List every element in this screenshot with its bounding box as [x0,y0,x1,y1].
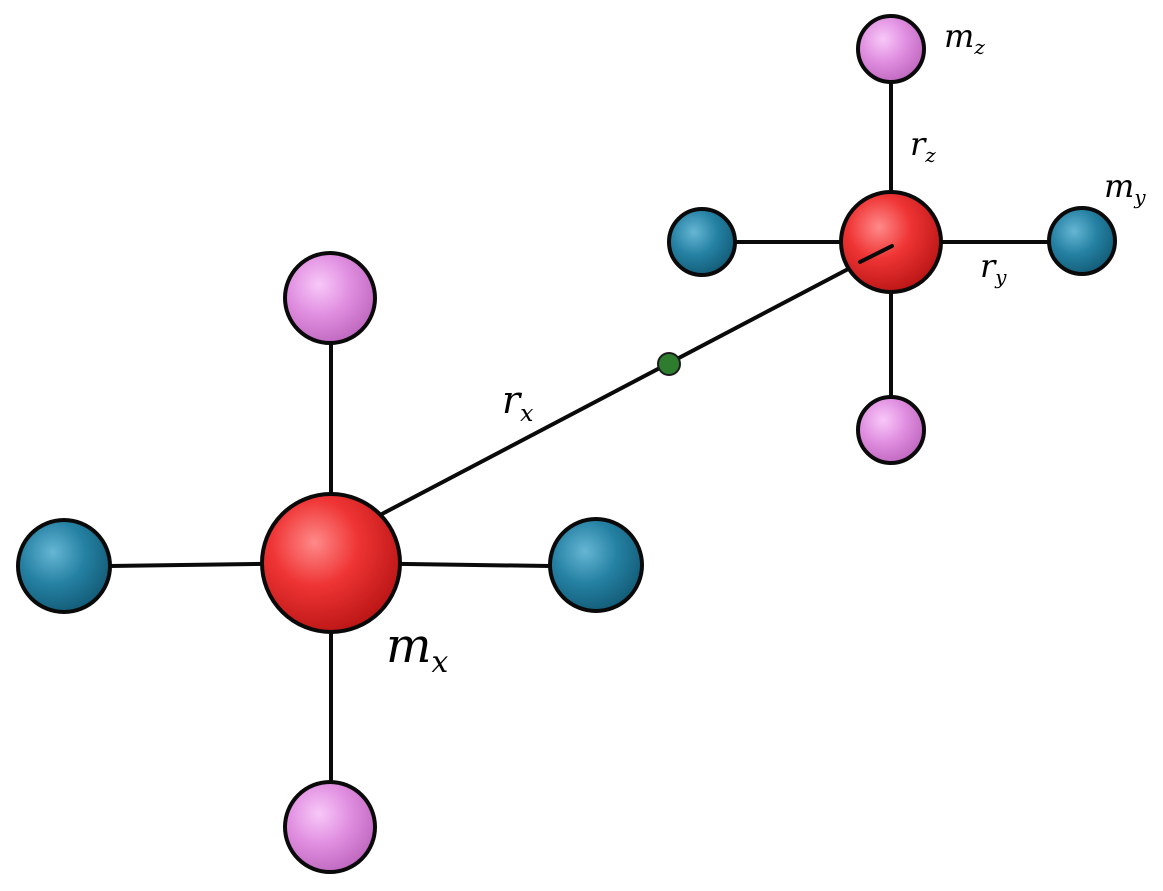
label-m-z: mz [944,17,985,59]
atom-large-central-red [260,492,402,634]
labels: mx rx mz rz my ry [386,17,1146,680]
atom-small-right-blue [1047,206,1117,276]
label-r-y: ry [980,247,1007,289]
label-r-x: rx [502,378,533,427]
label-m-x-sub: x [432,645,449,680]
large-molecule [16,251,644,874]
small-molecule [667,14,1117,465]
label-r-y-base: r [980,247,997,285]
atom-small-left-blue [667,207,737,277]
atom-small-top-pink [856,14,926,84]
label-m-y-sub: y [1133,186,1146,209]
atom-small-bottom-pink [856,395,926,465]
label-r-y-sub: y [994,266,1007,289]
label-m-y-base: m [1104,167,1134,205]
label-r-x-base: r [502,378,523,422]
atom-small-central-red [839,190,943,294]
atom-large-right-blue [548,517,644,613]
label-m-x-base: m [386,618,432,674]
atom-large-top-pink [283,251,377,345]
label-r-z-sub: z [924,144,936,167]
label-r-x-sub: x [520,399,533,427]
label-m-y: my [1104,167,1146,209]
center-of-mass-dot [657,352,681,376]
label-m-z-sub: z [973,36,985,59]
label-r-z: rz [910,125,936,167]
label-m-x: mx [386,618,449,680]
label-m-z-base: m [944,17,974,55]
atom-large-bottom-pink [283,780,377,874]
bond-rx-inner-segment [858,244,894,264]
label-r-z-base: r [910,125,927,163]
bond-rx-connector [378,244,894,517]
atom-large-left-blue [16,518,112,614]
